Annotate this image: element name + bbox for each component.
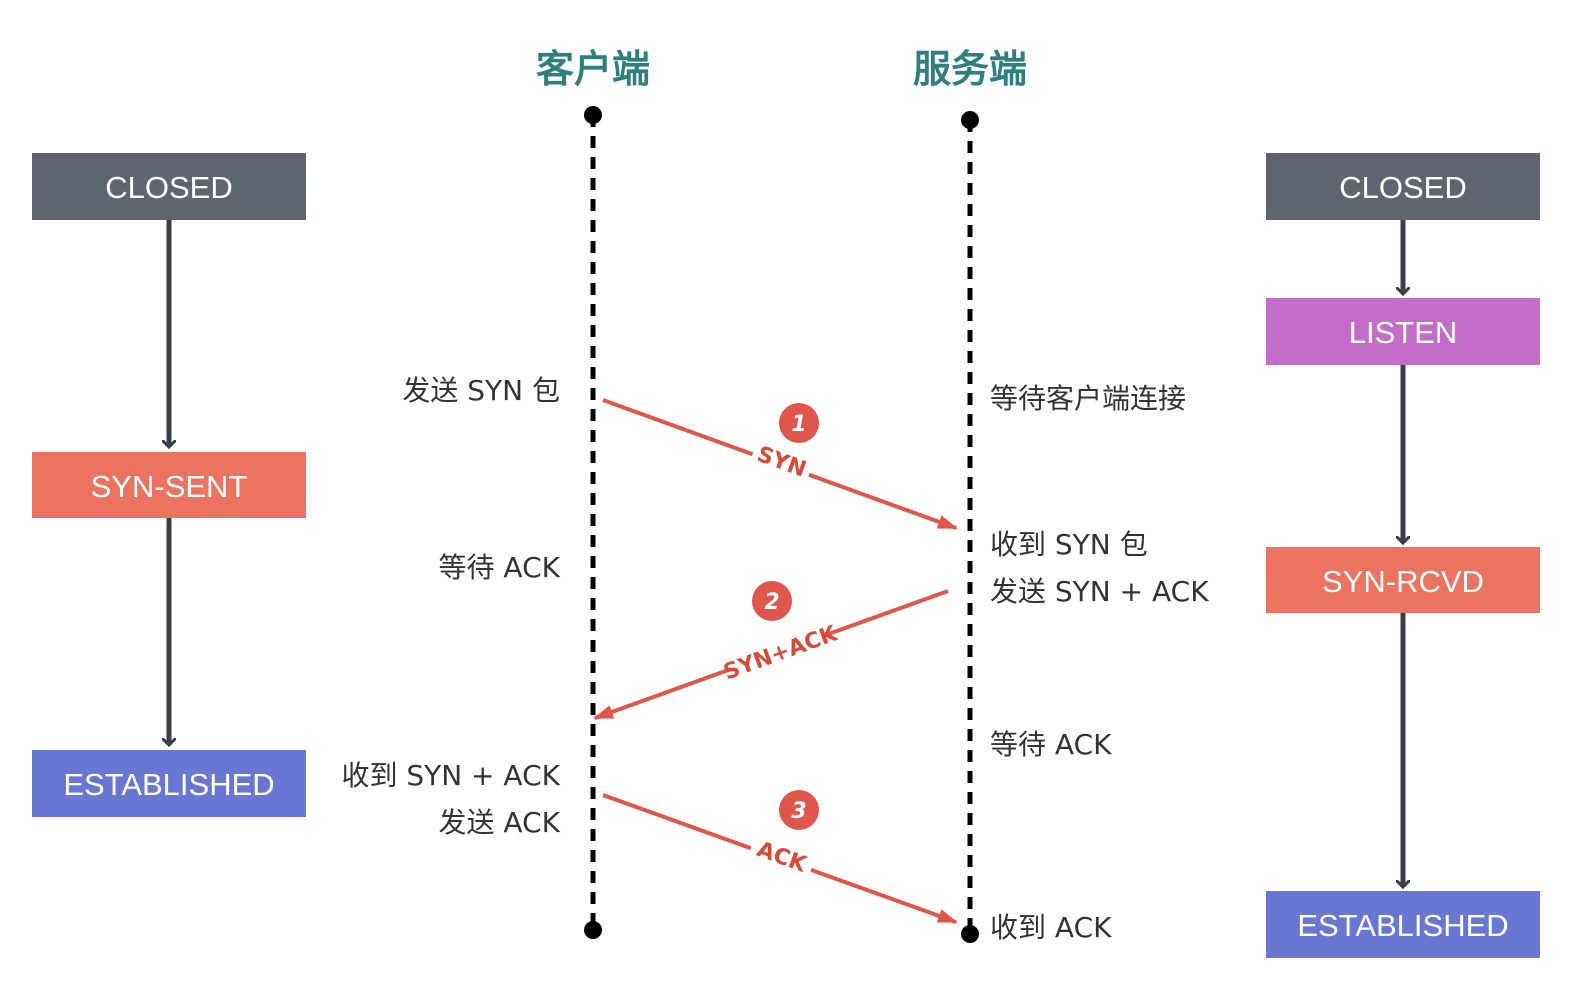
client-note-send-ack: 发送 ACK	[439, 806, 561, 839]
server-state-established-label: ESTABLISHED	[1297, 908, 1508, 943]
server-lane-title: 服务端	[913, 47, 1027, 91]
client-lifeline-end-dot	[584, 921, 602, 939]
server-state-closed: CLOSED	[1266, 153, 1540, 220]
client-state-closed-label: CLOSED	[105, 170, 232, 205]
message-ack: ACK 3	[602, 790, 958, 924]
client-state-syn-sent: SYN-SENT	[32, 452, 306, 518]
message-syn-ack-step-badge	[752, 581, 792, 621]
server-note-wait-connect: 等待客户端连接	[990, 382, 1186, 415]
client-note-wait-ack: 等待 ACK	[439, 551, 561, 584]
message-syn-ack-step-number: 2	[764, 590, 779, 615]
client-state-syn-sent-label: SYN-SENT	[91, 469, 248, 504]
client-state-established: ESTABLISHED	[32, 750, 306, 817]
server-lifeline-end-dot	[961, 925, 979, 943]
server-state-listen: LISTEN	[1266, 298, 1540, 365]
client-note-send-syn: 发送 SYN 包	[402, 374, 560, 407]
server-note-wait-ack: 等待 ACK	[990, 728, 1112, 761]
server-state-closed-label: CLOSED	[1339, 170, 1466, 205]
client-state-closed: CLOSED	[32, 153, 306, 220]
message-syn-step-number: 1	[791, 412, 806, 437]
message-syn: SYN 1	[602, 398, 958, 530]
server-note-send-syn-ack: 发送 SYN + ACK	[990, 575, 1209, 608]
message-ack-step-badge	[779, 790, 819, 830]
client-note-recv-syn-ack: 收到 SYN + ACK	[341, 759, 560, 792]
client-lane-title: 客户端	[536, 47, 650, 91]
server-state-established: ESTABLISHED	[1266, 891, 1540, 958]
client-state-established-label: ESTABLISHED	[63, 767, 274, 802]
message-syn-ack: SYN+ACK 2	[593, 581, 949, 720]
server-state-syn-rcvd-label: SYN-RCVD	[1322, 564, 1484, 599]
message-ack-step-number: 3	[791, 799, 806, 824]
client-lifeline-start-dot	[584, 106, 602, 124]
server-state-syn-rcvd: SYN-RCVD	[1266, 547, 1540, 613]
server-state-listen-label: LISTEN	[1349, 315, 1458, 350]
server-note-recv-ack: 收到 ACK	[990, 911, 1112, 944]
message-syn-step-badge	[779, 403, 819, 443]
server-lifeline-start-dot	[961, 111, 979, 129]
server-note-recv-syn: 收到 SYN 包	[990, 528, 1148, 561]
